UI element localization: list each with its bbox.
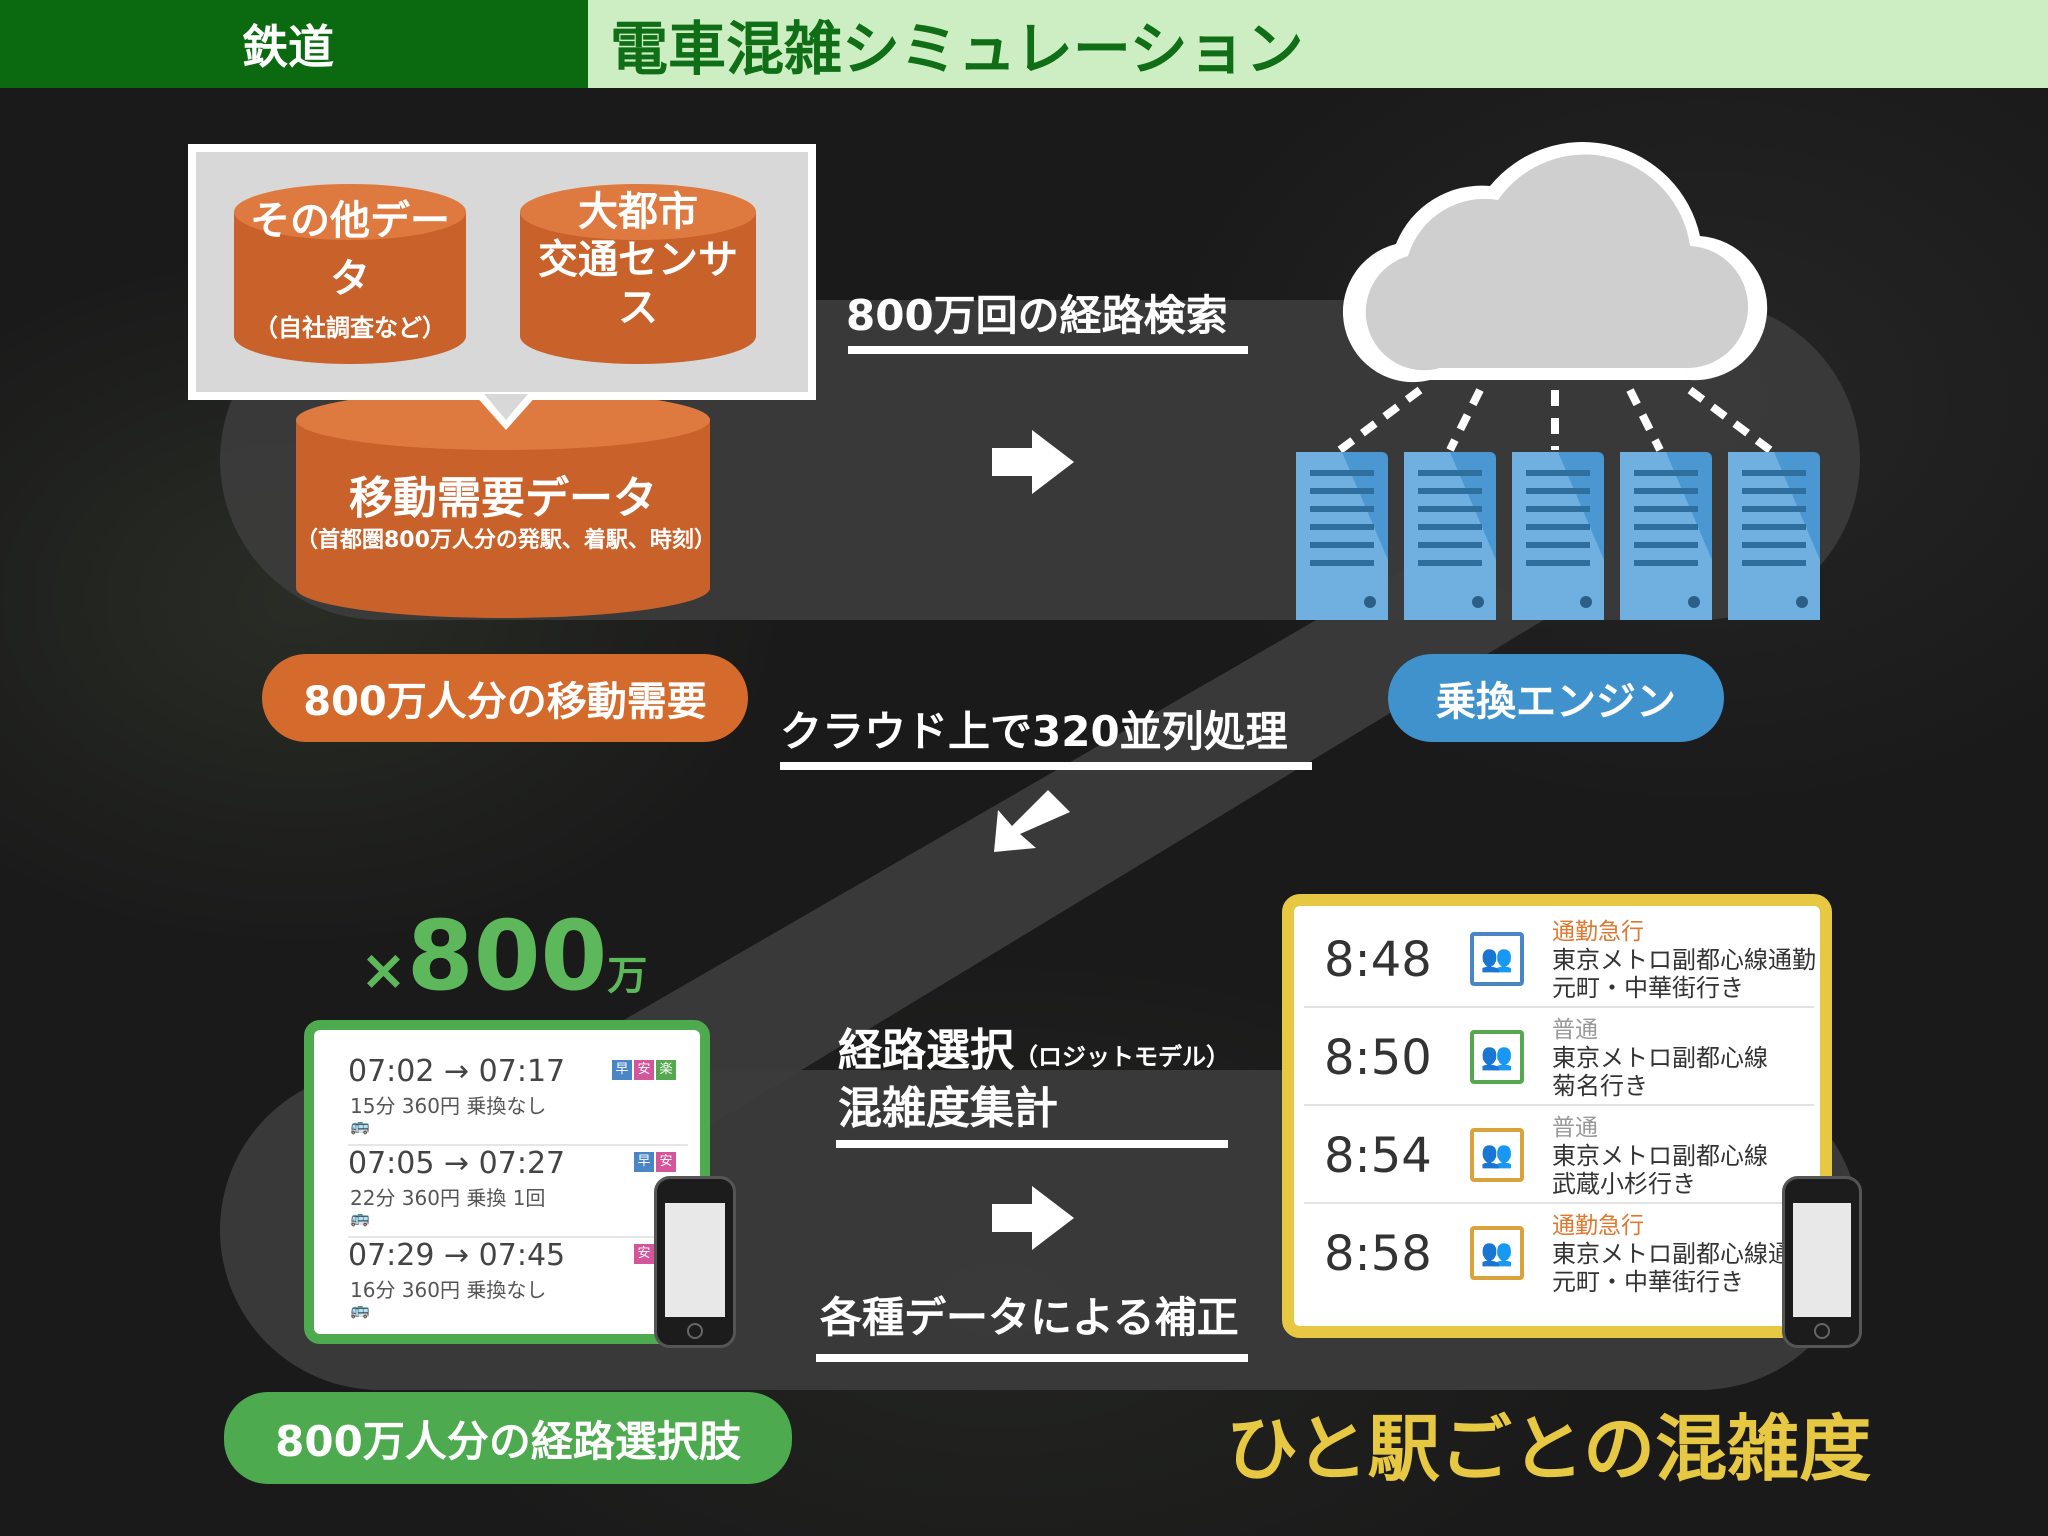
tag-cheap: 安 (656, 1152, 676, 1172)
route-detail: 22分 360円 乗換 1回 (350, 1186, 546, 1210)
crowding-icon: 👥 (1470, 1226, 1524, 1280)
route-detail: 15分 360円 乗換なし (350, 1094, 547, 1118)
bus-icon: 🚌 (350, 1300, 370, 1319)
train-type: 通勤急行 (1552, 1213, 1644, 1239)
correction-underline (816, 1354, 1248, 1362)
cloud-processing-label: クラウド上で320並列処理 (780, 707, 1288, 756)
board-row: 8:48 👥 通勤急行 東京メトロ副都心線通勤 元町・中華街行き (1304, 910, 1816, 1008)
departure-time: 8:50 (1324, 1030, 1432, 1086)
multiplier: ×800万 (360, 900, 647, 1012)
flow-band-diagonal (520, 560, 1560, 1180)
train-line: 東京メトロ副都心線 (1552, 1142, 1768, 1170)
correction-label: 各種データによる補正 (820, 1293, 1239, 1342)
train-type: 通勤急行 (1552, 919, 1644, 945)
train-line: 東京メトロ副都心線通勤 (1552, 946, 1816, 974)
bus-icon: 🚌 (350, 1208, 370, 1227)
tag-fast: 早 (612, 1060, 632, 1080)
smartphone-icon (654, 1176, 736, 1348)
train-type: 普通 (1552, 1017, 1598, 1043)
server-icon (1728, 452, 1820, 620)
train-line: 東京メトロ副都心線 (1552, 1044, 1768, 1072)
route-time: 07:29 → 07:45 (348, 1238, 566, 1273)
demand-data-title: 移動需要データ (349, 473, 657, 524)
route-search-underline (848, 346, 1248, 354)
route-selection-label: 経路選択（ロジットモデル） (838, 1014, 1230, 1078)
route-item: 07:29 → 07:45 16分 360円 乗換なし 🚌 安 楽 (348, 1236, 688, 1328)
multiplier-x: × (360, 938, 407, 1003)
route-options-pill: 800万人分の経路選択肢 (224, 1392, 792, 1484)
callout-pointer (474, 394, 538, 430)
crowding-icon: 👥 (1470, 1030, 1524, 1084)
census-label: 大都市 交通センサス (538, 189, 738, 331)
multiplier-number: 800 (406, 900, 608, 1012)
multiplier-unit: 万 (607, 953, 648, 999)
route-item: 07:02 → 07:17 15分 360円 乗換なし 🚌 早 安 楽 (348, 1052, 688, 1146)
server-icon (1512, 452, 1604, 620)
congestion-aggregation-label: 混雑度集計 (838, 1083, 1058, 1134)
server-icon (1404, 452, 1496, 620)
bus-icon: 🚌 (350, 1116, 370, 1135)
departure-time: 8:54 (1324, 1128, 1432, 1184)
selection-underline (836, 1140, 1228, 1148)
route-time: 07:02 → 07:17 (348, 1054, 566, 1089)
route-time: 07:05 → 07:27 (348, 1146, 566, 1181)
right-arrow-icon-bottom (992, 1186, 1074, 1250)
other-data-note: （自社調査など） (254, 313, 446, 342)
demand-data-note: （首都圏800万人分の発駅、着駅、時刻） (296, 528, 716, 553)
cloud-connectors (1337, 386, 1773, 454)
route-item: 07:05 → 07:27 22分 360円 乗換 1回 🚌 早 安 (348, 1144, 688, 1238)
route-detail: 16分 360円 乗換なし (350, 1278, 547, 1302)
demand-pill: 800万人分の移動需要 (262, 654, 748, 742)
train-destination: 菊名行き (1552, 1072, 1648, 1100)
right-arrow-icon (992, 430, 1074, 494)
train-destination: 武蔵小杉行き (1552, 1170, 1696, 1198)
train-destination: 元町・中華街行き (1552, 1268, 1744, 1296)
route-list-card: 07:02 → 07:17 15分 360円 乗換なし 🚌 早 安 楽 07:0… (304, 1020, 710, 1344)
engine-pill: 乗換エンジン (1388, 654, 1724, 742)
category-label: 鉄道 (0, 0, 588, 88)
server-icon (1620, 452, 1712, 620)
server-icons (1296, 452, 1820, 620)
tag-cheap: 安 (634, 1244, 654, 1264)
other-data-label: その他データ (250, 197, 450, 302)
crowding-icon: 👥 (1470, 1128, 1524, 1182)
board-row: 8:58 👥 通勤急行 東京メトロ副都心線通 元町・中華街行き (1304, 1204, 1814, 1300)
cloud-processing-underline (780, 762, 1312, 770)
departure-time: 8:48 (1324, 932, 1432, 988)
server-icon (1296, 452, 1388, 620)
departure-time: 8:58 (1324, 1226, 1432, 1282)
smartphone-icon-right (1782, 1176, 1862, 1348)
data-sources-callout: その他データ （自社調査など） 大都市 交通センサス (188, 144, 816, 400)
logit-model-note: （ロジットモデル） (1014, 1043, 1230, 1071)
departure-board: 8:48 👥 通勤急行 東京メトロ副都心線通勤 元町・中華街行き 8:50 👥 … (1282, 894, 1832, 1338)
crowding-icon: 👥 (1470, 932, 1524, 986)
board-row: 8:54 👥 普通 東京メトロ副都心線 武蔵小杉行き (1304, 1106, 1814, 1204)
board-row: 8:50 👥 普通 東京メトロ副都心線 菊名行き (1304, 1008, 1814, 1106)
cloud-icon (1342, 142, 1768, 383)
tag-easy: 楽 (656, 1060, 676, 1080)
down-left-arrow-icon (994, 790, 1070, 852)
train-destination: 元町・中華街行き (1552, 974, 1744, 1002)
tag-fast: 早 (634, 1152, 654, 1172)
page-title: 電車混雑シミュレーション (588, 0, 2048, 88)
route-selection-main: 経路選択 (838, 1025, 1014, 1076)
tag-cheap: 安 (634, 1060, 654, 1080)
train-type: 普通 (1552, 1115, 1598, 1141)
other-data-cylinder: その他データ （自社調査など） (234, 198, 466, 342)
data-source-cylinders (234, 184, 756, 364)
per-station-congestion-title: ひと駅ごとの混雑度 (1226, 1407, 1872, 1491)
route-search-label: 800万回の経路検索 (846, 291, 1228, 340)
train-line: 東京メトロ副都心線通 (1552, 1240, 1792, 1268)
